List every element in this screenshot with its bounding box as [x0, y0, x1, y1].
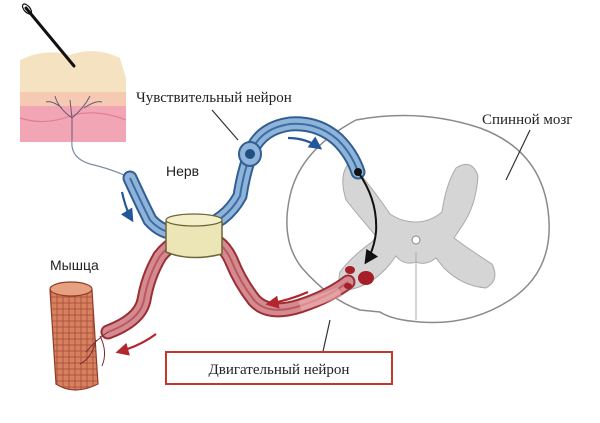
interneuron-arrow	[357, 171, 379, 265]
label-nerve: Нерв	[166, 163, 199, 179]
skin-section	[19, 51, 127, 143]
motor-arrow-1	[265, 290, 309, 309]
sensory-ganglion	[238, 141, 262, 167]
muscle	[49, 281, 109, 391]
sensory-arrow-1	[120, 191, 134, 223]
sensory-arrow-2	[287, 136, 323, 150]
skin-hypodermis	[20, 106, 126, 142]
label-muscle: Мышца	[50, 257, 99, 273]
motor-end-plates	[79, 331, 109, 367]
reflex-pathway	[354, 168, 379, 265]
sensory-fiber	[122, 116, 366, 241]
sensory-neuron-leader	[211, 109, 239, 141]
motor-neuron-body	[344, 266, 374, 289]
muscle-top	[49, 281, 93, 297]
skin-dermis	[20, 92, 126, 106]
motor-neuron-label-box	[165, 351, 393, 385]
label-spinal-cord: Спинной мозг	[482, 112, 572, 128]
label-sensory-neuron: Чувствительный нейрон	[136, 90, 292, 106]
spinal-cord-leader	[505, 129, 531, 181]
label-motor-neuron: Двигательный нейрон	[209, 362, 350, 378]
motor-arrow-2	[115, 333, 157, 356]
sensory-dendrite-line	[71, 139, 131, 179]
motor-root-fade	[298, 287, 342, 311]
needle-icon	[21, 3, 76, 68]
synapse-dot	[354, 168, 362, 176]
skin-nerve-endings	[45, 95, 103, 140]
motor-neuron-leader	[321, 319, 331, 357]
nerve-sheath	[165, 213, 223, 259]
central-canal	[411, 235, 421, 245]
sensory-axon	[129, 122, 359, 235]
muscle-body	[49, 283, 99, 391]
